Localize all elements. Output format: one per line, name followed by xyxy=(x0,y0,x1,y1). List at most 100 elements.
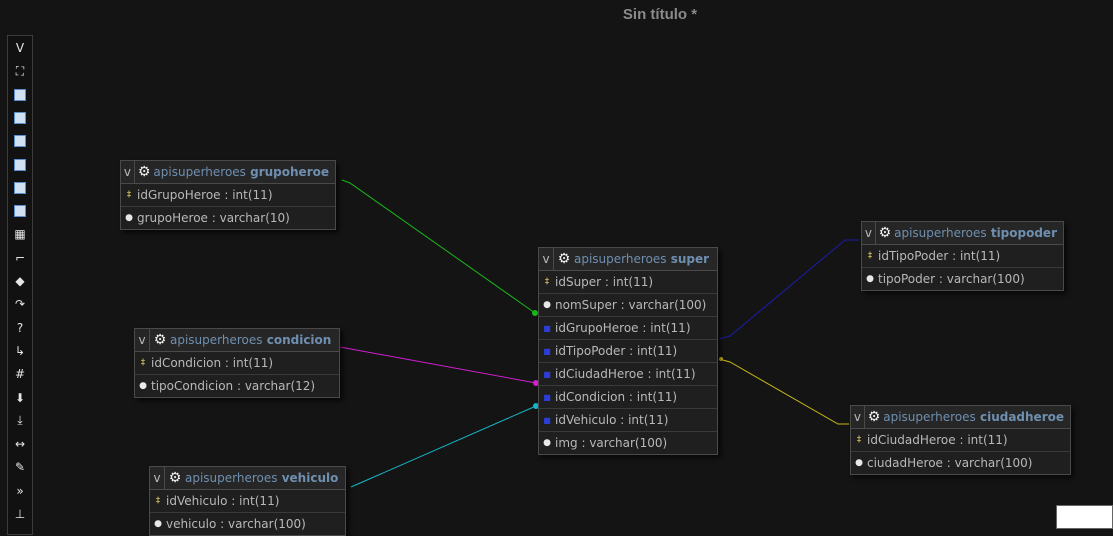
collapse-toggle[interactable]: v xyxy=(135,329,150,351)
new-document-icon[interactable] xyxy=(12,110,28,126)
left-toolbar: V ⛶ ▦ ⌐ ◆ ↷? ↳ # ⬇ ⤓ ↔ ✎ » ⊥ xyxy=(7,35,33,535)
field-row[interactable]: ‡idSuper : int(11) xyxy=(539,271,717,294)
table-name: apisuperheroes ciudadheroe xyxy=(883,410,1070,424)
point-icon[interactable]: ◆ xyxy=(15,274,25,288)
field-row[interactable]: ‡idTipoPoder : int(11) xyxy=(862,245,1063,268)
align-icon[interactable]: ↳ xyxy=(14,343,26,358)
table-condicion[interactable]: v⚙apisuperheroes condicion‡idCondicion :… xyxy=(134,328,340,398)
field-label: tipoCondicion : varchar(12) xyxy=(151,379,316,393)
field-row[interactable]: ■idGrupoHeroe : int(11) xyxy=(539,317,717,340)
redo-icon[interactable]: ↷ xyxy=(14,297,26,312)
field-row[interactable]: ●tipoPoder : varchar(100) xyxy=(862,268,1063,290)
fullscreen-icon[interactable]: ⛶ xyxy=(15,63,25,78)
export-icon-shape xyxy=(14,205,26,218)
table-header[interactable]: v⚙apisuperheroes vehiculo xyxy=(150,467,345,490)
collapse-toggle[interactable]: v xyxy=(862,222,876,244)
table-ciudadheroe[interactable]: v⚙apisuperheroes ciudadheroe ‡ idCiudadHer… xyxy=(850,405,1071,475)
collapse-toggle[interactable]: v xyxy=(121,161,135,183)
field-row[interactable]: ■idVehiculo : int(11) xyxy=(539,409,717,432)
download-icon[interactable]: ⤓ xyxy=(17,413,23,428)
collapse-toggle[interactable]: v xyxy=(539,248,554,270)
table-vehiculo[interactable]: v⚙apisuperheroes vehiculo‡idVehiculo : i… xyxy=(149,466,346,536)
field-row[interactable]: ● ciudadHeroe : varchar(100) xyxy=(851,452,1070,474)
table-name: apisuperheroes vehiculo xyxy=(185,471,344,485)
field-row[interactable]: ● nomSuper : varchar(100) xyxy=(539,294,717,317)
save-as-icon[interactable] xyxy=(12,180,28,196)
table-title: vehiculo xyxy=(281,471,339,485)
connector-icon[interactable]: ⌐ xyxy=(14,250,26,265)
gear-icon[interactable]: ⚙ xyxy=(137,164,151,180)
relation-vehiculo[interactable] xyxy=(350,405,537,488)
table-header[interactable]: v⚙apisuperheroes tipopoder xyxy=(862,222,1063,245)
field-label: tipoPoder : varchar(100) xyxy=(878,272,1025,286)
field-row[interactable]: ‡idCondicion : int(11) xyxy=(135,352,339,375)
field-label: nomSuper : varchar(100) xyxy=(555,298,707,312)
hash-icon[interactable]: # xyxy=(14,367,26,382)
table-schema: apisuperheroes xyxy=(170,333,263,347)
table-header[interactable]: v⚙apisuperheroes condicion xyxy=(135,329,339,352)
edit-sql-icon[interactable]: ✎ xyxy=(14,460,26,475)
field-label: vehiculo : varchar(100) xyxy=(166,517,306,531)
field-row[interactable]: ‡idGrupoHeroe : int(11) xyxy=(121,184,335,207)
export-icon[interactable] xyxy=(12,203,28,219)
help-icon[interactable]: ? xyxy=(16,320,24,335)
relation-tipopoder[interactable] xyxy=(718,239,859,340)
table-title: ciudadheroe xyxy=(979,410,1064,424)
relation-grupoheroe-endpoint xyxy=(532,310,538,316)
gear-icon[interactable]: ⚙ xyxy=(153,332,167,348)
gear-icon[interactable]: ⚙ xyxy=(168,470,182,486)
field-row[interactable]: ■idCiudadHeroe : int(11) xyxy=(539,363,717,386)
table-header[interactable]: v⚙apisuperheroes super xyxy=(539,248,717,271)
collapse-toggle[interactable]: v xyxy=(150,467,165,489)
pin-icon[interactable]: ⊥ xyxy=(14,507,26,521)
resize-horizontal-icon[interactable]: ↔ xyxy=(14,437,26,452)
table-title: condicion xyxy=(266,333,332,347)
field-row[interactable]: ●tipoCondicion : varchar(12) xyxy=(135,375,339,397)
gear-icon[interactable]: ⚙ xyxy=(878,225,892,241)
relation-grupoheroe[interactable] xyxy=(341,179,536,314)
save-icon[interactable] xyxy=(12,157,28,173)
table-name: apisuperheroes condicion xyxy=(170,333,337,347)
relation-ciudadheroe[interactable] xyxy=(718,358,849,425)
foreign-key-icon: ■ xyxy=(543,415,551,425)
gear-icon[interactable]: ⚙ xyxy=(867,409,881,425)
table-tipopoder[interactable]: v⚙apisuperheroes tipopoder‡idTipoPoder :… xyxy=(861,221,1064,291)
table-name: apisuperheroes super xyxy=(574,252,715,266)
field-row[interactable]: ‡idVehiculo : int(11) xyxy=(150,490,345,513)
attribute-icon: ● xyxy=(154,519,162,529)
attribute-icon: ● xyxy=(855,458,863,468)
field-row[interactable]: ●img : varchar(100) xyxy=(539,432,717,454)
field-label: idCiudadHeroe : int(11) xyxy=(867,433,1008,447)
new-table-icon-shape xyxy=(14,88,26,101)
diagram-title: Sin título * xyxy=(622,6,698,23)
field-row[interactable]: ■idCondicion : int(11) xyxy=(539,386,717,409)
key-icon: ‡ xyxy=(856,435,862,445)
collapse-toggle[interactable]: v xyxy=(851,406,865,428)
edit-document-icon[interactable] xyxy=(12,133,28,149)
field-row[interactable]: ■idTipoPoder : int(11) xyxy=(539,340,717,363)
field-row[interactable]: ‡ idCiudadHeroe : int(11) xyxy=(851,429,1070,452)
gear-icon[interactable]: ⚙ xyxy=(557,251,571,267)
new-table-icon[interactable] xyxy=(12,87,28,103)
table-header[interactable]: v⚙apisuperheroes ciudadheroe xyxy=(851,406,1070,429)
more-icon[interactable]: » xyxy=(16,483,24,498)
field-label: ciudadHeroe : varchar(100) xyxy=(867,456,1033,470)
relation-condicion[interactable] xyxy=(339,346,537,384)
save-as-icon-shape xyxy=(14,181,26,194)
attribute-icon: ● xyxy=(543,300,551,310)
table-title: super xyxy=(670,252,710,266)
field-row[interactable]: ●grupoHeroe : varchar(10) xyxy=(121,207,335,229)
table-super[interactable]: v⚙apisuperheroes super‡idSuper : int(11)… xyxy=(538,247,718,455)
arrow-down-icon[interactable]: ⬇ xyxy=(14,390,26,405)
field-label: idTipoPoder : int(11) xyxy=(555,344,678,358)
foreign-key-icon: ■ xyxy=(543,323,551,333)
foreign-key-icon: ■ xyxy=(543,392,551,402)
grid-icon[interactable]: ▦ xyxy=(14,227,26,242)
collapse-toggle[interactable]: V xyxy=(15,41,25,55)
minimap[interactable] xyxy=(1056,505,1113,529)
field-row[interactable]: ● vehiculo : varchar(100) xyxy=(150,513,345,535)
table-grupoheroe[interactable]: v⚙apisuperheroes grupoheroe‡idGrupoHeroe… xyxy=(120,160,336,230)
table-header[interactable]: v⚙apisuperheroes grupoheroe xyxy=(121,161,335,184)
field-label: idCondicion : int(11) xyxy=(151,356,274,370)
key-icon: ‡ xyxy=(126,190,132,200)
